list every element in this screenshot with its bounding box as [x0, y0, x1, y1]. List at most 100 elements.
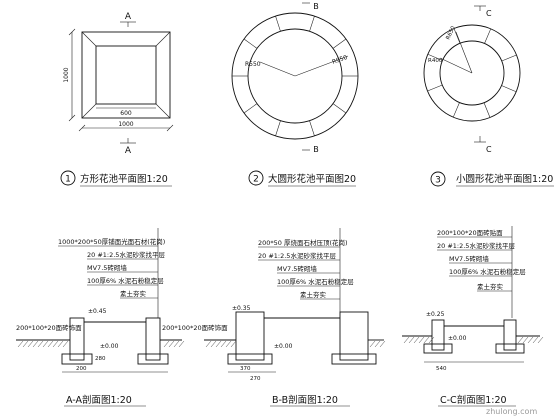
big-circle-segment-joints: [232, 15, 358, 137]
caption-section-bb: B-B剖面图1:20: [272, 394, 338, 406]
hatch-stroke: [220, 340, 227, 348]
footing-left-aa: [61, 353, 93, 365]
hatch-stroke: [27, 340, 34, 348]
layer-label: 100厚6% 水泥石粉稳定层: [277, 277, 354, 286]
hatch-stroke: [57, 340, 64, 348]
caption-number-1: 1: [65, 175, 71, 185]
layer-label: MV7.5砖砌墙: [277, 264, 317, 273]
wall-right-aa: [145, 317, 161, 361]
segment-joint: [275, 15, 281, 32]
layer-label: 20 #1:2.5水泥砂浆找平层: [437, 241, 515, 250]
section-mark-b-top: B: [313, 2, 319, 11]
layer-label: 20 #1:2.5水泥砂浆找平层: [258, 251, 336, 260]
hatch-stroke: [369, 340, 376, 348]
wall-right-bb: [339, 311, 369, 361]
segment-joint: [484, 28, 492, 44]
layer-label: 100厚6% 水泥石粉稳定层: [87, 276, 164, 285]
wall-left-cc: [431, 319, 445, 351]
segment-joint: [427, 84, 443, 92]
hatch-stroke: [163, 340, 170, 348]
layer-label: 素土夯实: [120, 289, 147, 298]
hatch-stroke: [22, 340, 29, 348]
caption-small-circle-plan: 小圆形花池平面图1:20: [456, 173, 553, 185]
dim-text-aa-bottom: 200: [76, 366, 87, 372]
hatch-stroke: [522, 336, 529, 344]
layer-labels-aa: 1000*200*50厚铺面光面石材(花岗) 20 #1:2.5水泥砂浆找平层 …: [58, 237, 165, 299]
section-aa: 1000*200*50厚铺面光面石材(花岗) 20 #1:2.5水泥砂浆找平层 …: [16, 228, 185, 407]
dim-tick: [78, 124, 86, 132]
section-cc: 200*100*20面砖贴面 20 #1:2.5水泥砂浆找平层 MV7.5砖砌墙…: [402, 226, 544, 407]
segment-joint: [427, 53, 443, 61]
segment-joint: [275, 120, 281, 137]
dim-text-aa-depth: 280: [95, 356, 106, 362]
watermark: zhulong.com: [486, 407, 537, 416]
caption-big-circle-plan: 大圆形花池平面图20: [268, 173, 356, 185]
elevation-top-cc: ±0.25: [426, 311, 445, 318]
radius-line-outer: [294, 55, 349, 77]
dim-text-cc-bottom: 540: [436, 366, 447, 372]
hatch-stroke: [37, 340, 44, 348]
caption-number-circle-2: [248, 170, 264, 186]
hatch-stroke: [532, 336, 539, 344]
dim-text-bottom: 1000: [118, 121, 133, 128]
segment-joint: [243, 103, 258, 114]
hatch-stroke: [428, 336, 435, 344]
dim-tick: [68, 28, 76, 36]
dim-tick: [68, 114, 76, 122]
layer-label: 20 #1:2.5水泥砂浆找平层: [87, 250, 165, 259]
segment-joint: [452, 102, 460, 118]
hatch-stroke: [423, 336, 430, 344]
big-circle-planter-plan: B R550 R950 B 2 大圆形花池平面图20: [231, 2, 359, 187]
soil-hatch-bb: [205, 340, 386, 348]
soil-hatch-aa: [17, 340, 185, 348]
wall-left-aa: [69, 317, 85, 361]
hatch-stroke: [205, 340, 212, 348]
segment-joint: [332, 103, 347, 114]
square-inner-edge: [95, 45, 157, 105]
hatch-stroke: [413, 336, 420, 344]
hatch-stroke: [47, 340, 54, 348]
hatch-stroke: [418, 336, 425, 344]
paving-note-aa: 200*100*20面砖饰面: [16, 323, 82, 332]
segment-joint: [453, 28, 461, 44]
caption-number-circle-1: [60, 170, 76, 186]
hatch-stroke: [210, 340, 217, 348]
footing-right-aa: [137, 353, 169, 365]
hatch-stroke: [42, 340, 49, 348]
small-circle-outer: [423, 24, 521, 122]
hatch-stroke: [517, 336, 524, 344]
section-bb: 200*50 厚烧面石材压顶(花岗) 20 #1:2.5水泥砂浆找平层 MV7.…: [162, 228, 386, 407]
radius-label-r550: R550: [245, 61, 261, 68]
small-circle-planter-plan: C R400 R650 C 3 小圆形花池平面图1:20: [423, 5, 554, 187]
footing-left-bb: [227, 353, 273, 365]
caption-number-circle-3: [430, 171, 446, 187]
hatch-stroke: [215, 340, 222, 348]
hatch-stroke: [537, 336, 544, 344]
elevation-ground-cc: ±0.00: [448, 335, 467, 342]
radius-line-r400: [439, 57, 473, 74]
footing-right-cc: [495, 343, 525, 354]
hatch-stroke: [527, 336, 534, 344]
hatch-stroke: [173, 340, 180, 348]
radius-label-r400: R400: [428, 58, 443, 64]
hatch-stroke: [62, 340, 69, 348]
section-mark-a-bottom: A: [125, 146, 132, 156]
hatch-stroke: [408, 336, 415, 344]
hatch-stroke: [52, 340, 59, 348]
section-mark-b-bottom: B: [313, 145, 319, 154]
layer-label: 素土夯实: [300, 290, 327, 299]
hatch-stroke: [403, 336, 410, 344]
caption-number-3: 3: [435, 176, 441, 186]
square-corner-tr: [155, 31, 171, 47]
caption-number-2: 2: [253, 175, 259, 185]
hatch-stroke: [32, 340, 39, 348]
caption-section-aa: A-A剖面图1:20: [66, 394, 132, 406]
elevation-top-aa: ±0.45: [88, 308, 107, 315]
wall-left-bb: [235, 311, 265, 361]
elevation-ground-aa: ±0.00: [100, 343, 119, 350]
radius-label-r950: R950: [331, 54, 348, 66]
dim-text-bb-depth: 270: [250, 376, 261, 382]
square-corner-br: [155, 103, 171, 119]
caption-square-plan: 方形花池平面图1:20: [80, 173, 168, 185]
